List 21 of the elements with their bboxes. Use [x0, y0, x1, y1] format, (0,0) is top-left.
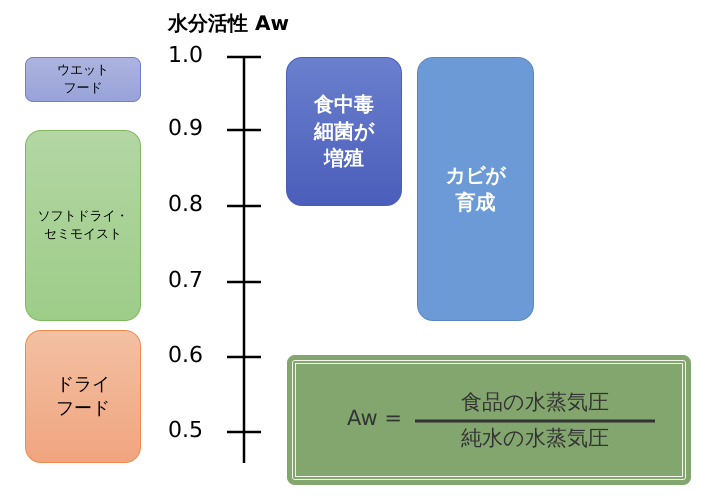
tick-label: 0.6 — [168, 343, 203, 369]
axis-title: 水分活性 Aw — [168, 10, 289, 36]
box-label: ソフトドライ・セミモイスト — [36, 208, 130, 244]
numerator: 食品の水蒸気圧 — [460, 389, 610, 415]
food-type-box — [25, 57, 141, 102]
tick-label: 0.9 — [168, 116, 203, 142]
range-box — [286, 57, 402, 206]
denominator: 純水の水蒸気圧 — [460, 425, 610, 451]
range-box — [417, 57, 534, 321]
formula-panel — [287, 355, 691, 485]
box-label: 食中毒細菌が増殖 — [312, 91, 376, 172]
box-label: カビが育成 — [444, 162, 508, 216]
tick-label: 0.7 — [168, 268, 203, 294]
box-label: ドライフード — [55, 372, 111, 420]
food-type-box — [25, 130, 141, 321]
food-type-box — [25, 330, 141, 463]
tick-label: 0.8 — [168, 192, 203, 218]
tick-label: 0.5 — [168, 418, 203, 444]
box-label: ウエットフード — [56, 62, 110, 98]
tick-label: 1.0 — [168, 43, 203, 69]
formula-text: Aw = — [347, 405, 402, 431]
